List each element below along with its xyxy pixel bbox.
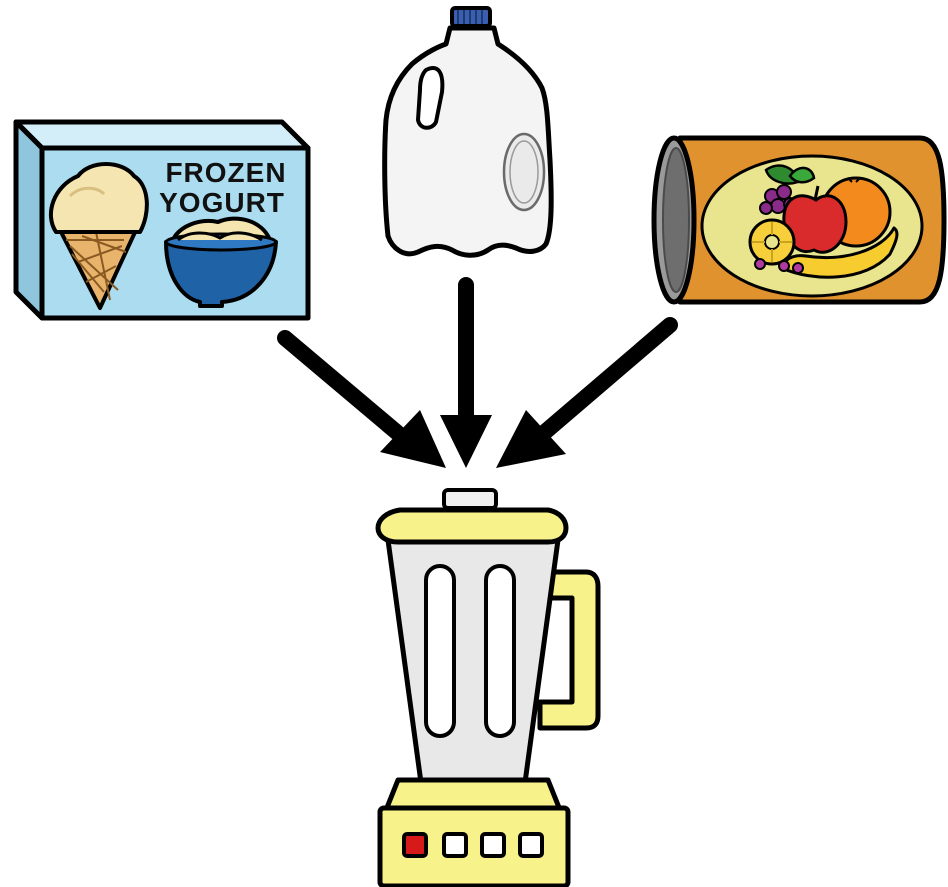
arrow-fruit-to-blender: [496, 317, 678, 468]
box-label-line1: FROZEN: [165, 157, 286, 188]
arrow-yogurt-to-blender: [277, 330, 446, 468]
blender-icon: [375, 488, 601, 887]
yogurt-bowl-icon: [164, 216, 278, 308]
milk-jug-icon: [382, 6, 554, 258]
canned-fruit-icon: [651, 135, 947, 305]
blender-button: [480, 832, 506, 858]
blender-button: [518, 832, 544, 858]
blender-button-red: [402, 832, 428, 858]
arrows: [277, 277, 678, 468]
blender-button: [442, 832, 468, 858]
ice-cream-cone-icon: [49, 162, 149, 310]
blender-buttons: [402, 832, 544, 858]
frozen-yogurt-box: FROZEN YOGURT: [13, 119, 311, 321]
box-label-line2: YOGURT: [159, 187, 285, 218]
arrow-milk-to-blender: [440, 277, 492, 468]
